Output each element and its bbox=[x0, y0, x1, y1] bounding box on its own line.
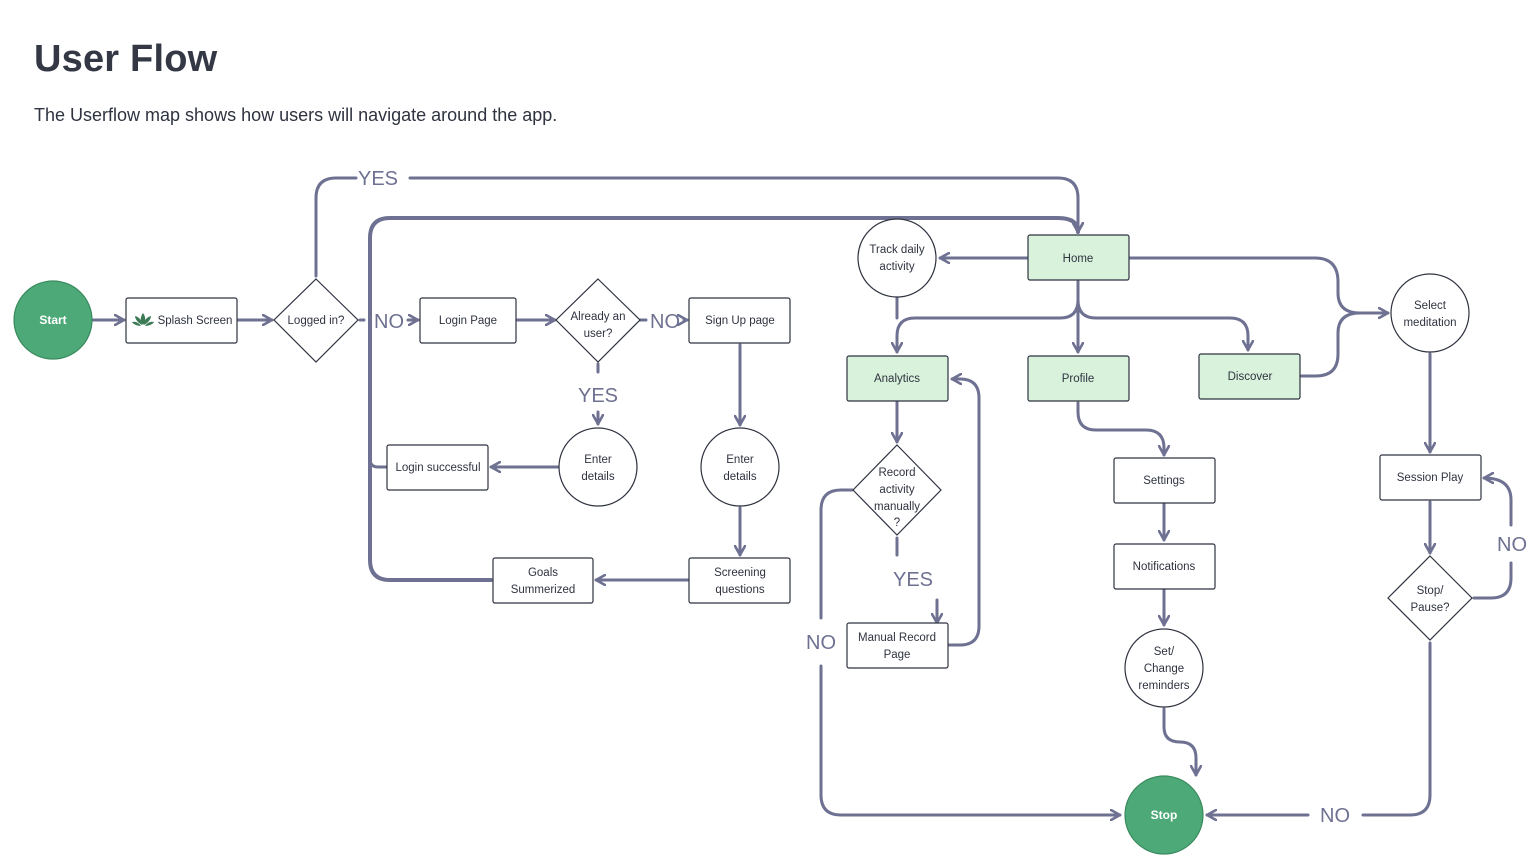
svg-text:Already an: Already an bbox=[571, 311, 626, 323]
node-analytics[interactable]: Analytics bbox=[846, 355, 949, 402]
label-record-no: NO bbox=[806, 632, 836, 654]
svg-text:details: details bbox=[581, 471, 614, 483]
svg-text:Goals: Goals bbox=[528, 567, 558, 579]
node-profile[interactable]: Profile bbox=[1027, 355, 1130, 402]
node-stop-pause[interactable]: Stop/ Pause? bbox=[1387, 555, 1473, 641]
edge-record-no-stop bbox=[819, 488, 1120, 815]
edge-discover-meditation bbox=[1299, 311, 1362, 378]
page-subtitle: The Userflow map shows how users will na… bbox=[34, 105, 558, 125]
svg-text:questions: questions bbox=[715, 584, 764, 596]
svg-text:Pause?: Pause? bbox=[1410, 602, 1449, 614]
svg-text:meditation: meditation bbox=[1403, 317, 1456, 329]
svg-text:Enter: Enter bbox=[726, 454, 754, 466]
svg-text:Discover: Discover bbox=[1228, 371, 1273, 383]
edge-manual-analytics bbox=[947, 379, 981, 647]
node-already-user[interactable]: Already an user? bbox=[555, 278, 641, 363]
svg-text:Splash Screen: Splash Screen bbox=[158, 315, 233, 327]
svg-text:Screening: Screening bbox=[714, 567, 766, 579]
node-notifications[interactable]: Notifications bbox=[1113, 543, 1216, 590]
edge-stoppause-no-stop bbox=[1207, 641, 1432, 815]
svg-text:reminders: reminders bbox=[1138, 680, 1189, 692]
svg-text:Login Page: Login Page bbox=[439, 315, 497, 327]
node-signup-page[interactable]: Sign Up page bbox=[688, 297, 791, 344]
connectors bbox=[90, 176, 1513, 815]
node-select-meditation[interactable]: Select meditation bbox=[1390, 273, 1470, 353]
edge-loginsuccess-loop bbox=[368, 457, 388, 469]
svg-text:Manual Record: Manual Record bbox=[858, 632, 936, 644]
label-record-yes: YES bbox=[893, 569, 933, 591]
edge-home-meditation bbox=[1128, 256, 1390, 313]
node-record-activity-manually[interactable]: Record activity manually ? bbox=[852, 444, 942, 536]
edge-stoppause-no-session bbox=[1474, 478, 1513, 600]
svg-text:?: ? bbox=[894, 517, 900, 529]
edge-record-yes-manual bbox=[895, 536, 937, 623]
svg-text:user?: user? bbox=[584, 328, 613, 340]
edge-loop-to-home bbox=[368, 216, 1078, 582]
svg-text:activity: activity bbox=[879, 484, 914, 496]
node-screening-questions[interactable]: Screening questions bbox=[688, 557, 791, 604]
svg-text:Profile: Profile bbox=[1062, 373, 1095, 385]
lotus-icon bbox=[132, 313, 154, 326]
svg-text:Enter: Enter bbox=[584, 454, 612, 466]
condition-labels: YES NO NO YES YES NO NO NO bbox=[358, 168, 1527, 827]
svg-text:Stop/: Stop/ bbox=[1417, 585, 1445, 597]
svg-text:activity: activity bbox=[879, 261, 914, 273]
svg-text:Sign Up page: Sign Up page bbox=[705, 315, 775, 327]
svg-text:Notifications: Notifications bbox=[1133, 561, 1196, 573]
label-logged-yes: YES bbox=[358, 168, 398, 190]
edge-home-analytics bbox=[897, 280, 1080, 354]
node-session-play[interactable]: Session Play bbox=[1379, 454, 1482, 501]
label-already-no: NO bbox=[650, 311, 680, 333]
label-pause-no: NO bbox=[1497, 534, 1527, 556]
svg-text:Settings: Settings bbox=[1143, 475, 1185, 487]
svg-text:manually: manually bbox=[874, 501, 920, 513]
svg-text:details: details bbox=[723, 471, 756, 483]
svg-text:Login successful: Login successful bbox=[395, 462, 480, 474]
edge-logged-yes-home bbox=[314, 176, 1078, 278]
svg-text:Change: Change bbox=[1144, 663, 1184, 675]
node-start[interactable]: Start bbox=[13, 280, 93, 360]
label-already-yes: YES bbox=[578, 385, 618, 407]
svg-text:Select: Select bbox=[1414, 300, 1447, 312]
svg-text:Analytics: Analytics bbox=[874, 373, 920, 385]
node-manual-record-page[interactable]: Manual Record Page bbox=[846, 622, 949, 669]
node-goals-summerized[interactable]: Goals Summerized bbox=[492, 557, 594, 604]
node-settings[interactable]: Settings bbox=[1113, 457, 1216, 504]
svg-text:Record: Record bbox=[878, 467, 915, 479]
label-logged-no: NO bbox=[374, 311, 404, 333]
node-splash-screen[interactable]: Splash Screen bbox=[125, 297, 238, 344]
svg-text:Session Play: Session Play bbox=[1397, 472, 1464, 484]
node-discover[interactable]: Discover bbox=[1198, 353, 1301, 400]
node-home[interactable]: Home bbox=[1027, 234, 1130, 281]
svg-text:Start: Start bbox=[39, 313, 66, 327]
node-enter-details-signup[interactable]: Enter details bbox=[700, 427, 780, 507]
page-title: User Flow bbox=[34, 38, 218, 80]
label-stop-no: NO bbox=[1320, 805, 1350, 827]
node-enter-details-login[interactable]: Enter details bbox=[558, 427, 638, 507]
edge-home-discover bbox=[1076, 280, 1248, 352]
edge-profile-settings bbox=[1076, 401, 1164, 457]
svg-text:Track daily: Track daily bbox=[869, 244, 924, 256]
svg-text:Summerized: Summerized bbox=[511, 584, 576, 596]
node-logged-in[interactable]: Logged in? bbox=[273, 278, 359, 363]
edge-reminders-stop bbox=[1162, 707, 1196, 777]
node-stop[interactable]: Stop bbox=[1124, 775, 1204, 855]
svg-text:Logged in?: Logged in? bbox=[288, 315, 345, 327]
svg-text:Page: Page bbox=[884, 649, 911, 661]
svg-text:Stop: Stop bbox=[1151, 808, 1178, 822]
node-set-change-reminders[interactable]: Set/ Change reminders bbox=[1124, 628, 1204, 708]
node-login-successful[interactable]: Login successful bbox=[386, 444, 489, 491]
svg-text:Home: Home bbox=[1063, 253, 1094, 265]
node-login-page[interactable]: Login Page bbox=[419, 297, 517, 344]
svg-text:Set/: Set/ bbox=[1154, 646, 1175, 658]
node-track-daily-activity[interactable]: Track daily activity bbox=[857, 218, 937, 298]
